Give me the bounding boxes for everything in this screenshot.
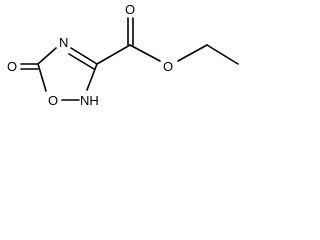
bond-oester-ch2 [177,44,208,62]
bond-ch2-ch3 [206,44,239,65]
ester-bonds [96,17,239,65]
bond-n-c3-a [70,47,98,65]
chemical-structure: O N NH O O O [7,2,239,108]
bond-c3-cester [96,44,131,65]
atom-carbonyl-oxygen: O [125,2,135,17]
bond-c5-oring [37,63,47,92]
bond-cester-oester [129,44,161,62]
atom-ring-oxygen: O [48,93,58,108]
bond-c5-n [37,47,57,65]
bond-nh-c3 [86,63,98,91]
atom-ring-nitrogen: N [59,35,68,50]
ring-bonds [37,47,98,101]
atom-labels: O N NH O O O [7,2,173,108]
atom-ring-nh: NH [80,93,99,108]
atom-ester-oxygen: O [163,59,173,74]
bond-n-c3-b [68,53,95,70]
exo-carbonyl [20,63,39,70]
atom-exo-oxygen: O [7,59,17,74]
